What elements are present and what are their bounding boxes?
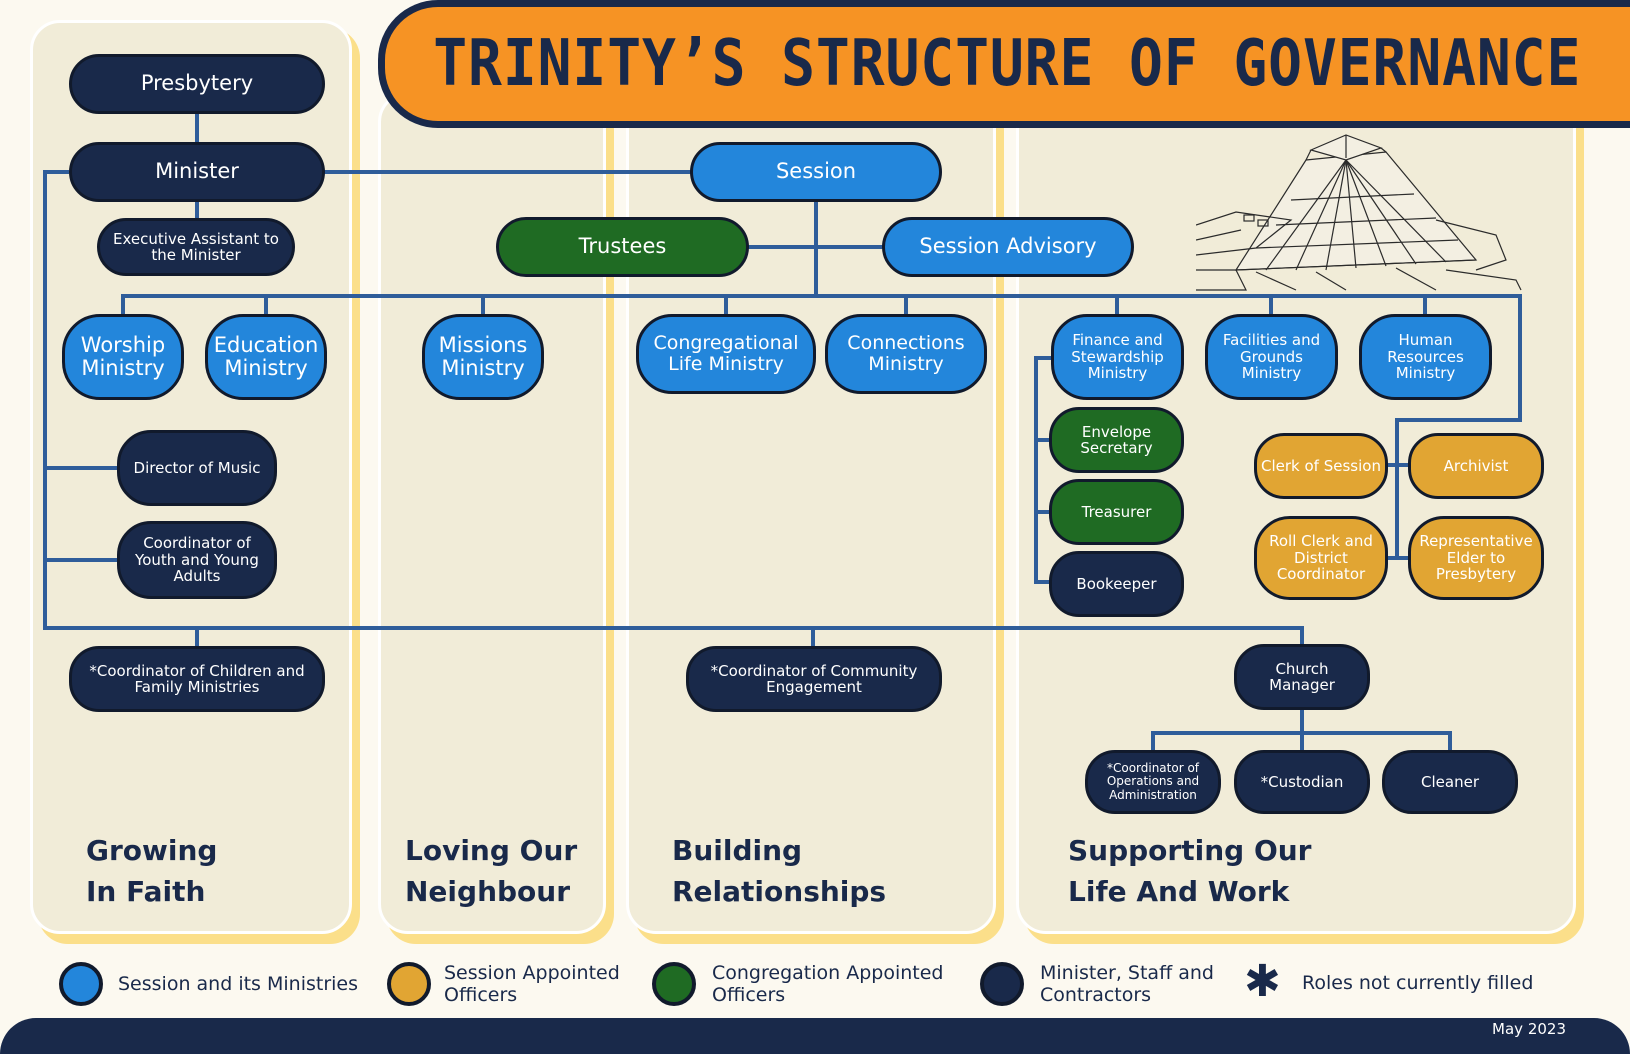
asterisk-icon: ✱	[1244, 956, 1281, 1007]
node-facilities-grounds-ministry-label: Facilities and Grounds Ministry	[1222, 331, 1321, 383]
node-coordinator-operations-label: *Coordinator of Operations and Administr…	[1106, 761, 1200, 802]
node-trustees: Trustees	[496, 217, 749, 277]
node-bookkeeper-label: Bookeeper	[1076, 574, 1157, 593]
node-presbytery: Presbytery	[69, 54, 325, 114]
legend-swatch-congregation-officers	[652, 962, 696, 1006]
node-missions-ministry: Missions Ministry	[422, 314, 544, 400]
legend-swatch-staff	[980, 962, 1024, 1006]
node-custodian: *Custodian	[1234, 750, 1370, 814]
node-director-of-music: Director of Music	[117, 430, 277, 506]
pillar-loving-line1: Loving Our	[405, 834, 578, 867]
node-finance-stewardship-ministry-label: Finance and Stewardship Ministry	[1071, 331, 1164, 383]
pillar-label-building: Building Relationships	[672, 830, 886, 912]
node-cleaner: Cleaner	[1382, 750, 1518, 814]
legend-swatch-session-officers	[387, 962, 431, 1006]
node-envelope-secretary-label: Envelope Secretary	[1080, 422, 1153, 457]
node-session-label: Session	[775, 159, 857, 184]
pillar-supporting-line1: Supporting Our	[1068, 834, 1312, 867]
legend-swatch-session	[59, 962, 103, 1006]
node-clerk-of-session-label: Clerk of Session	[1261, 456, 1381, 475]
pillar-loving-line2: Neighbour	[405, 875, 571, 908]
node-bookkeeper: Bookeeper	[1049, 551, 1184, 617]
node-education-ministry-label: Education Ministry	[213, 332, 319, 380]
node-session-advisory-label: Session Advisory	[919, 234, 1097, 259]
pillar-growing-line2: In Faith	[86, 875, 206, 908]
node-congregational-life-ministry: Congregational Life Ministry	[636, 314, 816, 394]
node-coordinator-youth: Coordinator of Youth and Young Adults	[117, 521, 277, 599]
legend-label-congregation-officers: Congregation Appointed Officers	[712, 962, 944, 1006]
node-missions-ministry-label: Missions Ministry	[438, 332, 528, 380]
node-coordinator-community-label: *Coordinator of Community Engagement	[710, 661, 918, 696]
legend-label-unfilled: Roles not currently filled	[1302, 972, 1534, 994]
church-building-illustration	[1196, 134, 1522, 291]
node-congregational-life-ministry-label: Congregational Life Ministry	[653, 332, 799, 375]
pillar-label-growing: Growing In Faith	[86, 830, 217, 912]
pillar-label-loving: Loving Our Neighbour	[405, 830, 577, 912]
node-roll-clerk: Roll Clerk and District Coordinator	[1254, 516, 1388, 600]
node-coordinator-youth-label: Coordinator of Youth and Young Adults	[135, 534, 259, 586]
pillar-supporting-line2: Life And Work	[1068, 875, 1290, 908]
node-worship-ministry: Worship Ministry	[62, 314, 184, 400]
pillar-growing-line1: Growing	[86, 834, 218, 867]
node-archivist: Archivist	[1408, 433, 1544, 499]
page-title: TRINITY’S STRUCTURE OF GOVERNANCE	[433, 27, 1582, 101]
node-coordinator-operations: *Coordinator of Operations and Administr…	[1085, 750, 1221, 814]
node-representative-elder: Representative Elder to Presbytery	[1408, 516, 1544, 600]
node-representative-elder-label: Representative Elder to Presbytery	[1419, 532, 1533, 584]
title-banner: TRINITY’S STRUCTURE OF GOVERNANCE	[378, 0, 1630, 128]
legend-label-session: Session and its Ministries	[118, 973, 359, 995]
node-executive-assistant-label: Executive Assistant to the Minister	[113, 229, 279, 264]
node-connections-ministry-label: Connections Ministry	[847, 332, 965, 375]
node-presbytery-label: Presbytery	[140, 71, 254, 96]
node-finance-stewardship-ministry: Finance and Stewardship Ministry	[1051, 314, 1184, 400]
pillar-label-supporting: Supporting Our Life And Work	[1068, 830, 1311, 912]
node-church-manager-label: Church Manager	[1269, 659, 1335, 694]
footer-bar	[0, 1018, 1630, 1054]
node-worship-ministry-label: Worship Ministry	[80, 332, 166, 380]
node-executive-assistant: Executive Assistant to the Minister	[97, 218, 295, 276]
node-cleaner-label: Cleaner	[1421, 772, 1479, 791]
node-director-of-music-label: Director of Music	[133, 458, 261, 477]
node-coordinator-children-label: *Coordinator of Children and Family Mini…	[89, 661, 305, 696]
node-custodian-label: *Custodian	[1260, 772, 1344, 791]
node-church-manager: Church Manager	[1234, 644, 1370, 710]
node-session: Session	[690, 142, 942, 202]
node-human-resources-ministry: Human Resources Ministry	[1359, 314, 1492, 400]
node-facilities-grounds-ministry: Facilities and Grounds Ministry	[1205, 314, 1338, 400]
footer-date: May 2023	[1492, 1020, 1566, 1038]
node-trustees-label: Trustees	[578, 234, 667, 259]
node-minister-label: Minister	[155, 159, 239, 184]
node-education-ministry: Education Ministry	[205, 314, 327, 400]
node-treasurer-label: Treasurer	[1081, 502, 1152, 521]
pillar-building-line1: Building	[672, 834, 803, 867]
node-human-resources-ministry-label: Human Resources Ministry	[1387, 331, 1464, 383]
node-session-advisory: Session Advisory	[882, 217, 1134, 277]
legend-label-staff: Minister, Staff and Contractors	[1040, 962, 1214, 1006]
node-coordinator-children: *Coordinator of Children and Family Mini…	[69, 646, 325, 712]
node-envelope-secretary: Envelope Secretary	[1049, 407, 1184, 473]
node-connections-ministry: Connections Ministry	[825, 314, 987, 394]
node-archivist-label: Archivist	[1443, 456, 1509, 475]
node-clerk-of-session: Clerk of Session	[1254, 433, 1388, 499]
node-coordinator-community: *Coordinator of Community Engagement	[686, 646, 942, 712]
node-treasurer: Treasurer	[1049, 479, 1184, 545]
node-minister: Minister	[69, 142, 325, 202]
legend-label-session-officers: Session Appointed Officers	[444, 962, 620, 1006]
pillar-building-line2: Relationships	[672, 875, 887, 908]
node-roll-clerk-label: Roll Clerk and District Coordinator	[1269, 532, 1373, 584]
